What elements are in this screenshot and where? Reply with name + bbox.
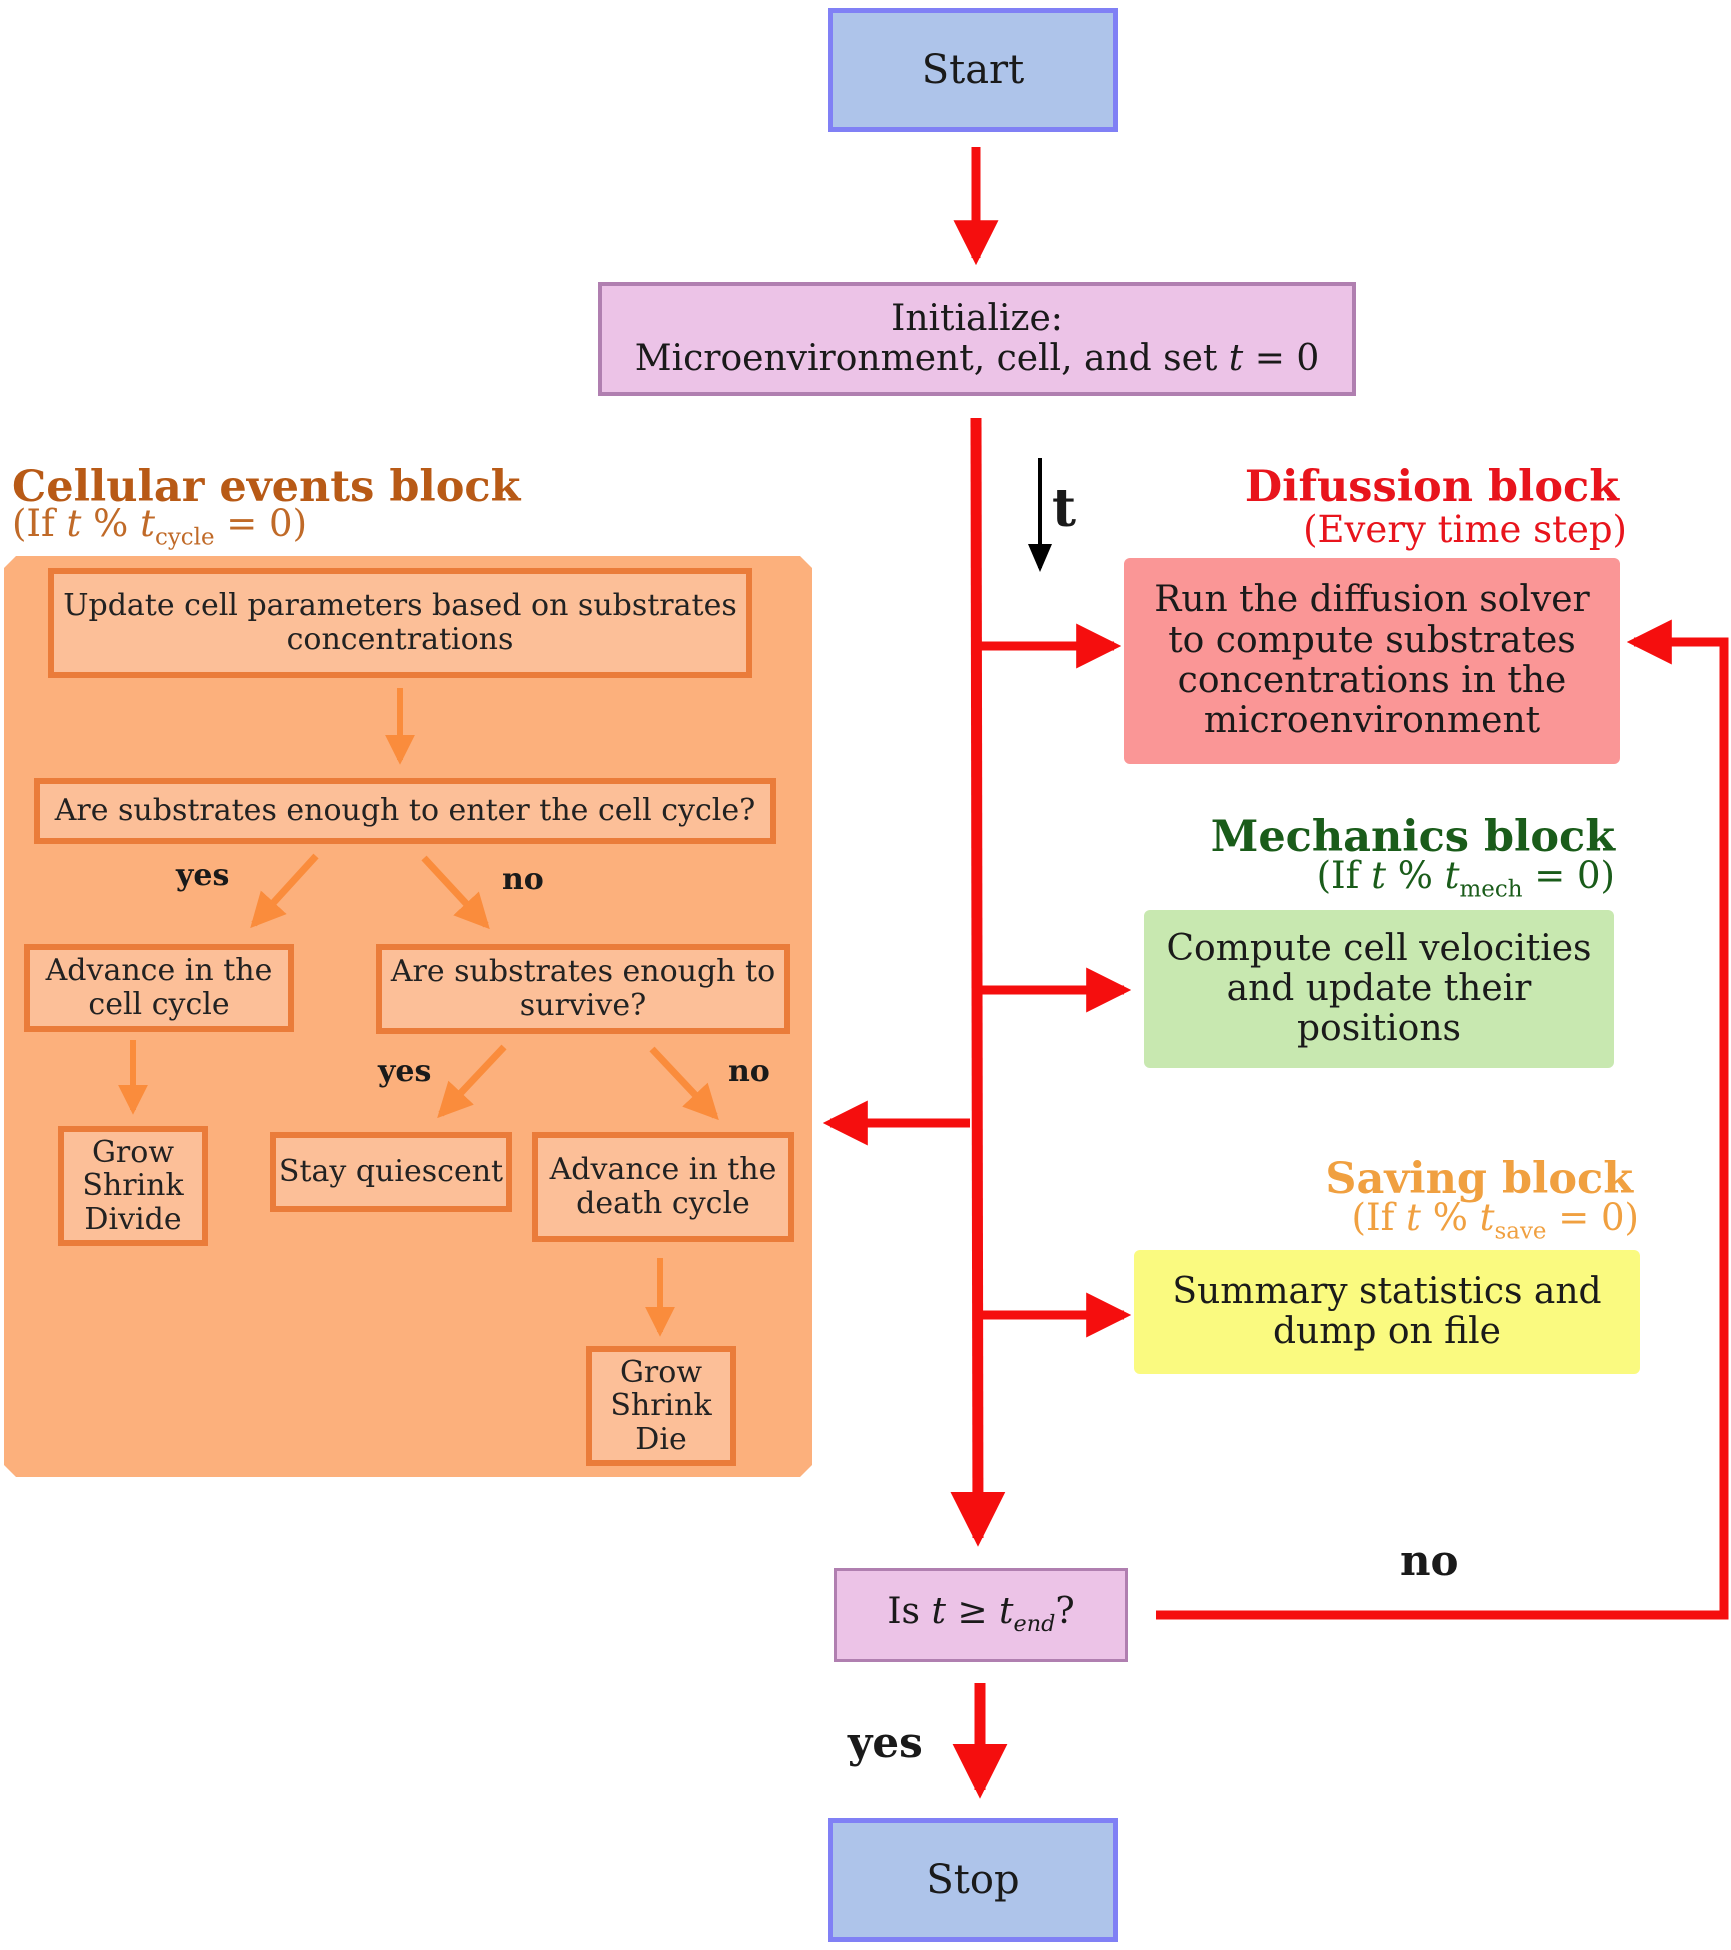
node-stay-quiescent: Stay quiescent <box>270 1132 512 1212</box>
decision-node: Is t ≥ tend? <box>834 1568 1128 1662</box>
label-no2: no <box>728 1054 770 1089</box>
cellular-condition: (If t % tcycle = 0) <box>12 502 308 551</box>
node-grow-divide-line3: Divide <box>84 1201 182 1237</box>
diffusion-line4: microenvironment <box>1203 700 1541 742</box>
label-no1: no <box>502 862 544 897</box>
saving-condition: (If t % tsave = 0) <box>1351 1196 1639 1245</box>
node-advance-death-line2: death cycle <box>576 1186 750 1221</box>
init-line2: Microenvironment, cell, and set t = 0 <box>634 338 1320 379</box>
node-enough-survive: Are substrates enough to survive? <box>376 944 790 1034</box>
saving-line2: dump on file <box>1273 1311 1501 1352</box>
node-enough-survive-line1: Are substrates enough to <box>390 954 776 990</box>
saving-line1: Summary statistics and <box>1172 1270 1602 1312</box>
node-grow-die-line1: Grow <box>619 1354 703 1390</box>
node-update-line1: Update cell parameters based on substrat… <box>63 588 737 624</box>
main-time-line <box>950 417 1006 1547</box>
node-grow-die-line3: Die <box>635 1421 687 1457</box>
decision-text: Is t ≥ tend? <box>887 1591 1075 1638</box>
mechanics-title: Mechanics block <box>1210 812 1615 862</box>
node-grow-die: Grow Shrink Die <box>586 1346 736 1466</box>
mechanics-line2: and update their <box>1226 967 1532 1009</box>
loop-no-arrow <box>1156 619 1729 1620</box>
mechanics-box: Compute cell velocities and update their… <box>1144 910 1614 1068</box>
stop-node: Stop <box>828 1818 1118 1942</box>
mechanics-line1: Compute cell velocities <box>1166 927 1592 969</box>
diffusion-condition: (Every time step) <box>1303 508 1627 551</box>
mechanics-line3: positions <box>1296 1008 1462 1050</box>
label-yes1: yes <box>176 858 230 893</box>
node-grow-divide-line1: Grow <box>91 1134 175 1170</box>
diffusion-line3: concentrations in the <box>1177 660 1567 701</box>
node-advance-cycle-line1: Advance in the <box>45 953 273 989</box>
stop-label: Stop <box>926 1856 1020 1903</box>
start-node: Start <box>828 8 1118 132</box>
node-update-params: Update cell parameters based on substrat… <box>48 568 752 678</box>
node-advance-cycle: Advance in the cell cycle <box>24 944 294 1032</box>
saving-title: Saving block <box>1325 1154 1633 1204</box>
node-grow-divide: Grow Shrink Divide <box>58 1126 208 1246</box>
node-advance-cycle-line2: cell cycle <box>88 987 230 1022</box>
node-advance-death-line1: Advance in the <box>549 1152 777 1188</box>
saving-box: Summary statistics and dump on file <box>1134 1250 1640 1374</box>
arrow-no1 <box>421 855 490 930</box>
time-label: t <box>1052 478 1077 539</box>
arrow-yes2 <box>437 1044 507 1119</box>
diffusion-box: Run the diffusion solver to compute subs… <box>1124 558 1620 764</box>
init-node: Initialize: Microenvironment, cell, and … <box>598 282 1356 396</box>
node-grow-die-line2: Shrink <box>610 1388 712 1424</box>
arrow-yes1 <box>250 853 319 929</box>
mechanics-condition: (If t % tmech = 0) <box>1316 854 1615 903</box>
node-stay-quiescent-text: Stay quiescent <box>278 1154 504 1190</box>
node-enough-survive-line2: survive? <box>519 988 647 1023</box>
label-yes-end: yes <box>848 1718 923 1767</box>
node-update-line2: concentrations <box>286 622 514 657</box>
cellular-title: Cellular events block <box>12 462 521 512</box>
label-yes2: yes <box>378 1054 432 1089</box>
node-grow-divide-line2: Shrink <box>82 1168 184 1204</box>
diffusion-line2: to compute substrates <box>1168 619 1576 661</box>
start-label: Start <box>921 46 1025 93</box>
arrow-no2 <box>649 1046 719 1121</box>
node-advance-death: Advance in the death cycle <box>532 1132 794 1242</box>
node-enough-cycle-text: Are substrates enough to enter the cell … <box>54 793 756 829</box>
node-enough-cycle: Are substrates enough to enter the cell … <box>34 778 776 844</box>
diffusion-title: Difussion block <box>1244 462 1619 512</box>
init-line1: Initialize: <box>891 297 1063 339</box>
diffusion-line1: Run the diffusion solver <box>1154 579 1590 621</box>
label-no-loop: no <box>1400 1536 1459 1585</box>
